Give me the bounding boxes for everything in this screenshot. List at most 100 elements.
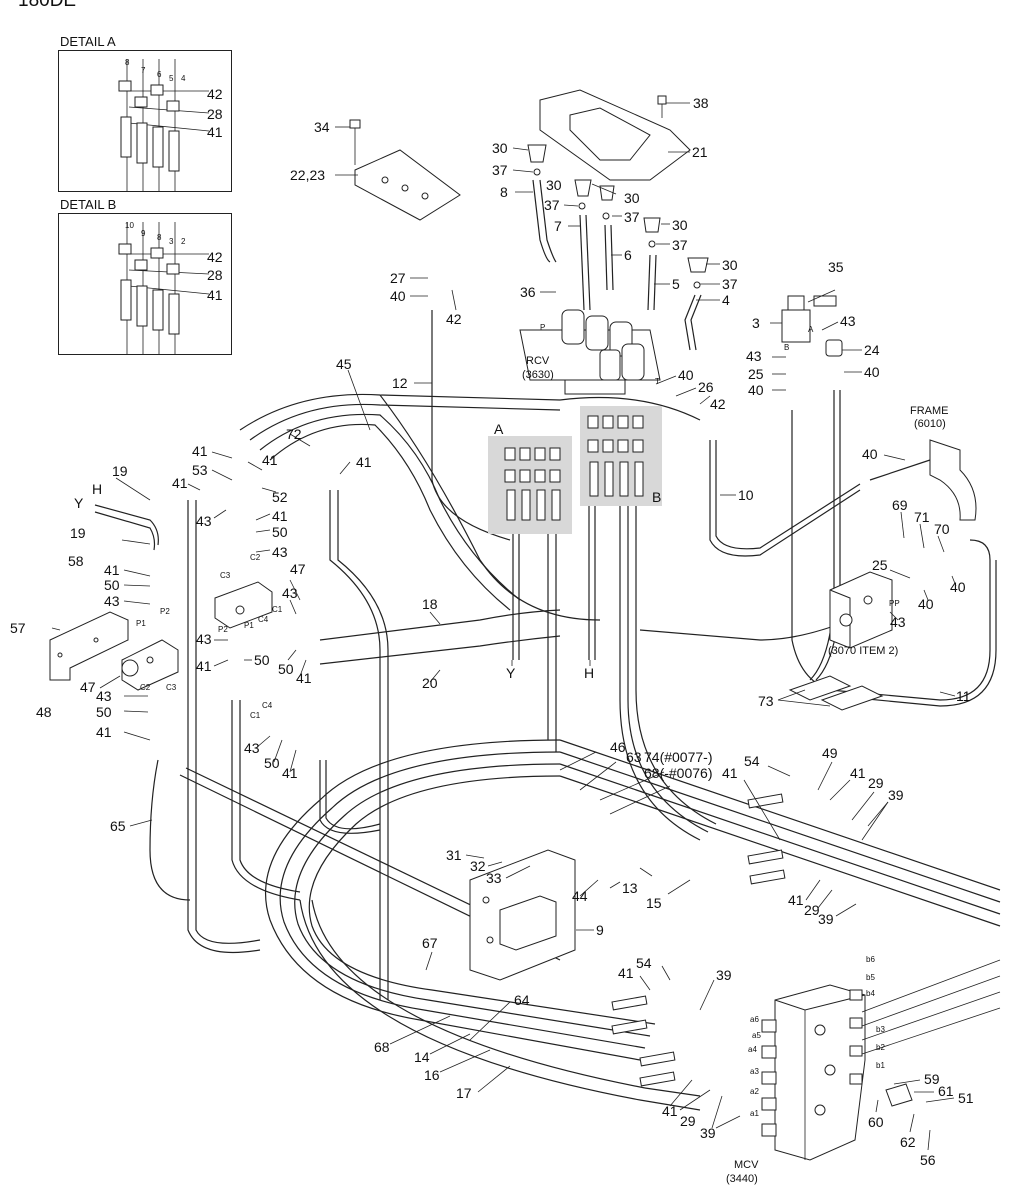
callout-41-a: 41	[192, 443, 208, 459]
callout-58: 58	[68, 553, 84, 569]
callout-37-e: 37	[722, 276, 738, 292]
callout-54-a: 54	[744, 753, 760, 769]
valve-47-lower	[121, 639, 179, 691]
detail-a-port-1: 8	[125, 58, 130, 67]
callout-37-b: 37	[544, 197, 560, 213]
callout-43-c: 43	[196, 513, 212, 529]
callout-8: 8	[500, 184, 508, 200]
port-b3: b3	[876, 1025, 885, 1034]
port-a-valve3: A	[808, 325, 814, 334]
callout-50-c: 50	[254, 652, 270, 668]
callout-40-e: 40	[862, 446, 878, 462]
detail-a-callout-28: 28	[207, 106, 223, 122]
cover-plate-22-23	[354, 149, 461, 221]
callout-40-c: 40	[864, 364, 880, 380]
callout-40-f: 40	[918, 596, 934, 612]
callout-56: 56	[920, 1152, 936, 1168]
manifold-block-b	[580, 406, 662, 506]
callout-67: 67	[422, 935, 438, 951]
callout-29-c: 29	[680, 1113, 696, 1129]
detail-b-port-2: 9	[141, 229, 146, 238]
callout-41-m: 41	[788, 892, 804, 908]
cover-plate-21	[539, 89, 691, 181]
callout-43-e: 43	[104, 593, 120, 609]
callout-30-b: 30	[546, 177, 562, 193]
callout-12: 12	[392, 375, 408, 391]
hose-bundle-lower-loop	[264, 739, 1001, 1111]
detail-a-fittings	[118, 59, 210, 191]
callout-24: 24	[864, 342, 880, 358]
callout-18: 18	[422, 596, 438, 612]
port-a3: a3	[750, 1067, 759, 1076]
callout-70: 70	[934, 521, 950, 537]
line-y-label: Y	[74, 495, 84, 511]
callout-16: 16	[424, 1067, 440, 1083]
frame-ref: (6010)	[914, 418, 946, 430]
callout-43-b: 43	[746, 348, 762, 364]
port-b1: b1	[876, 1061, 885, 1070]
callout-41-k: 41	[722, 765, 738, 781]
callout-51: 51	[958, 1090, 974, 1106]
detail-a-callout-41: 41	[207, 124, 223, 140]
detail-a-box: 8 7 6 5 4 42 28 41	[58, 50, 232, 192]
callout-36: 36	[520, 284, 536, 300]
callout-4: 4	[722, 292, 730, 308]
detail-b-callout-41: 41	[207, 287, 223, 303]
port-b5: b5	[866, 973, 875, 982]
callout-50-e: 50	[96, 704, 112, 720]
valve-block-3070	[829, 571, 893, 649]
callout-41-c: 41	[356, 454, 372, 470]
detail-b-box: 10 9 8 3 2 42 28 41	[58, 213, 232, 355]
port-c2-upper: C2	[250, 553, 261, 562]
callout-73: 73	[758, 693, 774, 709]
callout-43-g: 43	[196, 631, 212, 647]
callout-40-a: 40	[390, 288, 406, 304]
port-p1-upper: P1	[244, 621, 254, 630]
callout-41-d: 41	[272, 508, 288, 524]
callout-44: 44	[572, 888, 588, 904]
bracket-48	[49, 611, 129, 681]
callout-31: 31	[446, 847, 462, 863]
callout-6: 6	[624, 247, 632, 263]
callout-15: 15	[646, 895, 662, 911]
bolt-38	[657, 95, 667, 118]
callout-11: 11	[956, 688, 971, 704]
callout-43-d: 43	[272, 544, 288, 560]
callout-7: 7	[554, 218, 562, 234]
callout-39-a: 39	[888, 787, 904, 803]
detail-a-callout-42: 42	[207, 86, 223, 102]
callout-68-b: 68	[374, 1039, 390, 1055]
callout-43-j: 43	[890, 614, 906, 630]
valve-47-upper	[214, 581, 273, 629]
knobs-and-levers	[527, 144, 709, 351]
port-c1-lower: C1	[250, 711, 261, 720]
callout-43-a: 43	[840, 313, 856, 329]
callout-25-a: 25	[748, 366, 764, 382]
callout-47-a: 47	[290, 561, 306, 577]
port-b2: b2	[876, 1043, 885, 1052]
rcv-label: RCV	[526, 355, 550, 367]
detail-a-port-2: 7	[141, 66, 146, 75]
detail-a-port-5: 4	[181, 74, 186, 83]
callout-68-a: 68(-#0076)	[644, 765, 713, 781]
callout-40-b: 40	[748, 382, 764, 398]
callout-29-a: 29	[868, 775, 884, 791]
callout-41-i: 41	[296, 670, 312, 686]
port-p1-lower: P1	[136, 619, 146, 628]
callout-61: 61	[938, 1083, 954, 1099]
callout-25-b: 25	[872, 557, 888, 573]
detail-b-fittings	[118, 222, 210, 354]
callout-47-b: 47	[80, 679, 96, 695]
manifold-b-label: B	[652, 489, 661, 505]
callout-41-n: 41	[618, 965, 634, 981]
callout-50-d: 50	[278, 661, 294, 677]
callout-49: 49	[822, 745, 838, 761]
callout-17: 17	[456, 1085, 472, 1101]
callout-72: 72	[286, 426, 302, 442]
callout-71: 71	[914, 509, 930, 525]
callout-60: 60	[868, 1114, 884, 1130]
detail-b-callout-28: 28	[207, 267, 223, 283]
callout-52: 52	[272, 489, 288, 505]
port-a5: a5	[752, 1031, 761, 1040]
callout-63: 63	[626, 749, 642, 765]
